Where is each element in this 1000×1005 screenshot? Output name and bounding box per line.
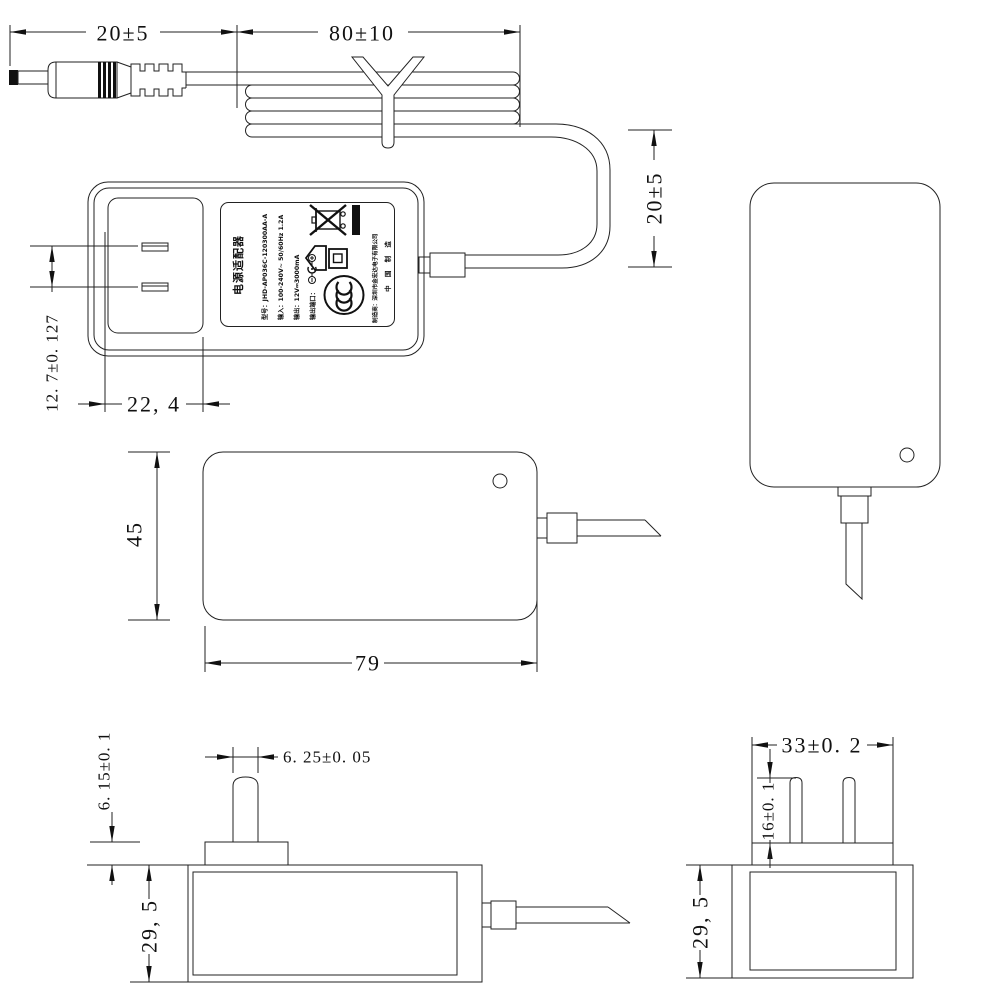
label-port: 输出端口： — [309, 289, 317, 320]
dc-plug — [9, 61, 187, 99]
ccc-mark — [323, 275, 365, 315]
dim-side-width: 79 — [355, 651, 381, 676]
label-model: 型号：JHD-AP036C-120300AA-A — [261, 214, 269, 320]
us-plug-blades — [141, 242, 169, 292]
pin-width-dimension: 6. 25±0. 05 — [205, 747, 371, 773]
side-width-dimension: 79 — [204, 549, 538, 676]
dim-pin-width: 6. 25±0. 05 — [283, 748, 371, 767]
loop-dimension: 20±5 — [628, 129, 672, 268]
polarity-icon — [307, 254, 317, 284]
indoor-use-icon — [304, 245, 327, 271]
dim-pin-height: 16±0. 1 — [759, 782, 778, 841]
dim-blade-pitch: 12. 7±0. 127 — [43, 314, 62, 412]
recess-width-dimension: 22, 4 — [78, 232, 230, 417]
label-origin: 中 国 制 造 — [383, 238, 392, 292]
dim-recess-width: 22, 4 — [127, 392, 181, 417]
rating-label: 电源适配器 型号：JHD-AP036C-120300AA-A 输入：100-24… — [220, 202, 395, 327]
pin-height-dimension: 16±0. 1 — [757, 749, 796, 868]
class-ii-icon — [328, 248, 348, 269]
label-output: 输出：12V⎓3000mA — [293, 254, 301, 320]
front-width-dimension: 33±0. 2 — [751, 733, 894, 845]
cable-tie — [350, 56, 426, 149]
dim-depth-right: 29, 5 — [688, 895, 713, 949]
dim-plug-length: 20±5 — [96, 21, 149, 46]
blade-pitch-dimension: 12. 7±0. 127 — [30, 245, 138, 412]
depth-right-dimension: 29, 5 — [686, 864, 750, 979]
dim-side-height: 45 — [122, 521, 147, 547]
weee-bar — [352, 205, 360, 235]
dim-front-width: 33±0. 2 — [781, 733, 862, 758]
dim-depth-left: 29, 5 — [137, 899, 162, 953]
adapter-front-view — [87, 181, 466, 357]
top-dimension-lines: 20±5 80±10 — [9, 20, 521, 127]
coiled-cable — [186, 71, 611, 269]
weee-icon — [309, 204, 347, 236]
dim-cord-length: 80±10 — [329, 21, 395, 46]
label-input: 输入：100-240V~ 50/60Hz 1.2A — [277, 215, 285, 320]
label-maker: 制造商：深圳市金宏达电子有限公司 — [371, 233, 379, 323]
depth-left-dimension: 29, 5 — [130, 865, 190, 983]
side-height-dimension: 45 — [122, 451, 170, 621]
dim-platform-height: 6. 15±0. 1 — [95, 732, 114, 811]
platform-height-dimension: 6. 15±0. 1 — [87, 732, 188, 885]
adapter-bottom-front-view — [731, 776, 914, 979]
label-title: 电源适配器 — [231, 235, 245, 295]
adapter-side-view — [202, 451, 662, 621]
output-connector — [429, 252, 466, 278]
adapter-bottom-side-view — [187, 776, 631, 983]
dim-loop-height: 20±5 — [642, 171, 667, 224]
adapter-back-view — [749, 182, 941, 601]
